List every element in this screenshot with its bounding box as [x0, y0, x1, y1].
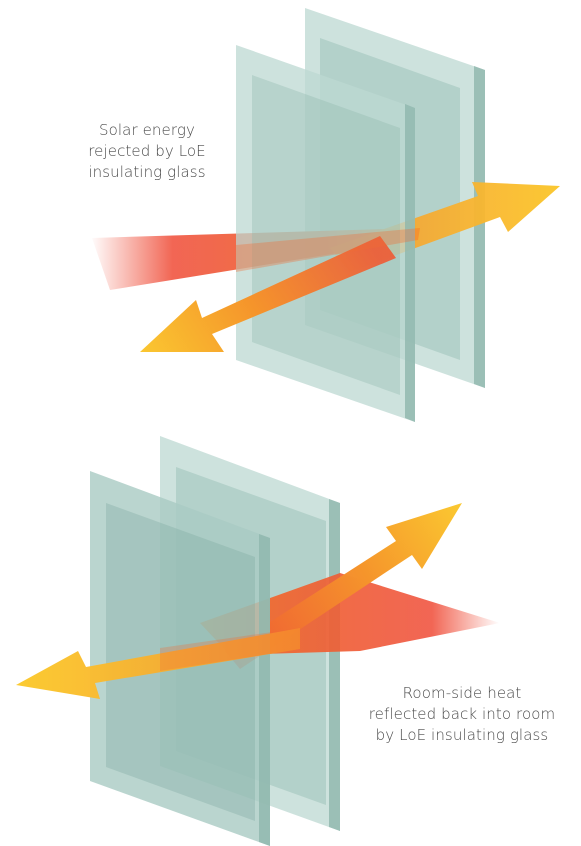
caption-line: Room-side heat — [352, 683, 572, 704]
solar-rejection-illustration — [0, 0, 581, 423]
diagram-heat-reflection: Room-side heat reflected back into room … — [0, 423, 581, 846]
caption-solar-rejection: Solar energy rejected by LoE insulating … — [62, 120, 232, 183]
caption-line: insulating glass — [62, 162, 232, 183]
caption-line: reflected back into room — [352, 704, 572, 725]
diagram-solar-rejection: Solar energy rejected by LoE insulating … — [0, 0, 581, 423]
caption-heat-reflection: Room-side heat reflected back into room … — [352, 683, 572, 746]
caption-line: rejected by LoE — [62, 141, 232, 162]
caption-line: by LoE insulating glass — [352, 725, 572, 746]
caption-line: Solar energy — [62, 120, 232, 141]
heat-reflection-illustration — [0, 423, 581, 846]
